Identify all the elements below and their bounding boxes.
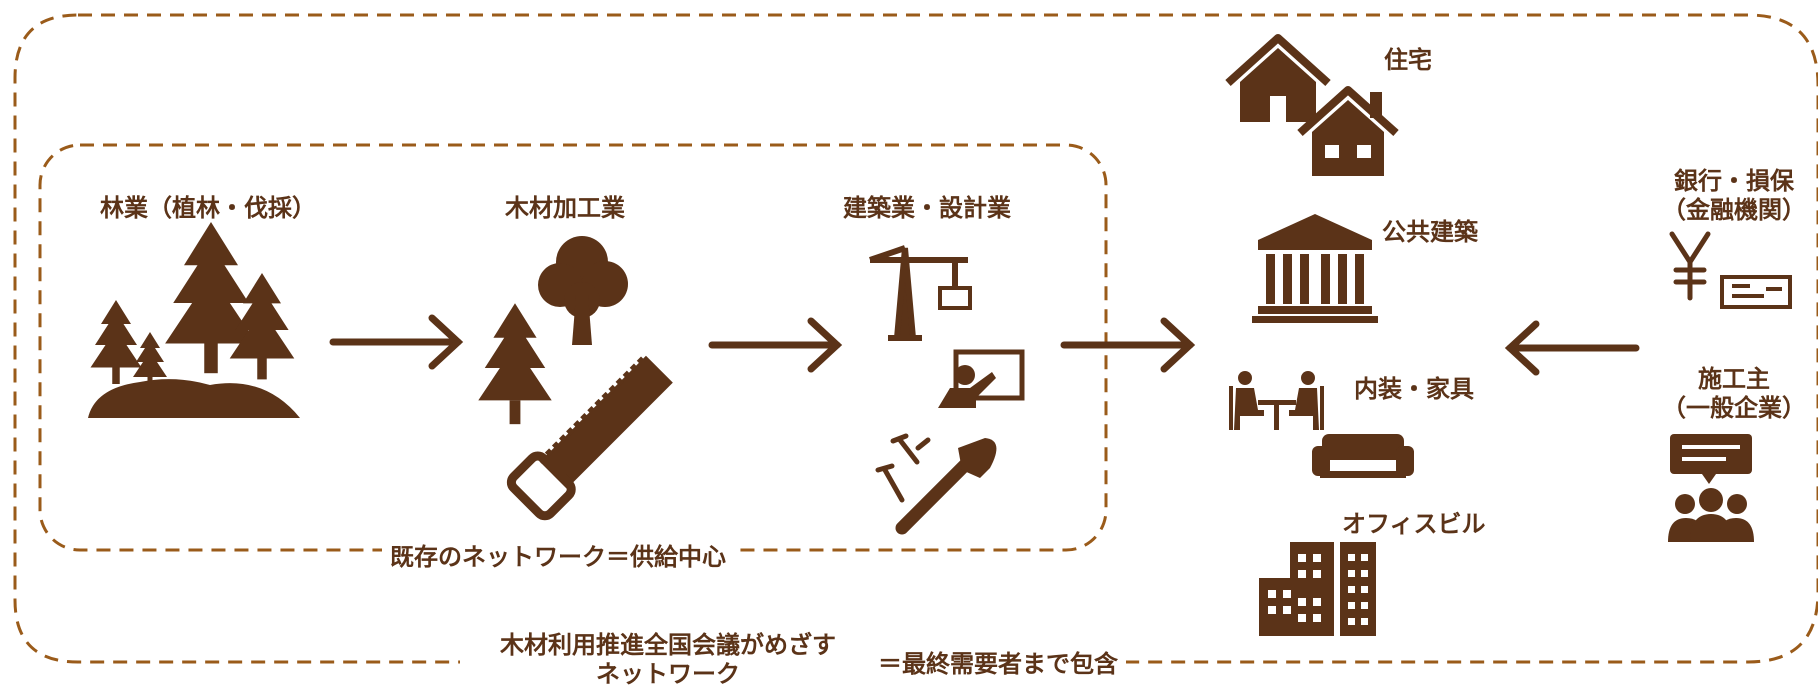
yen-icon bbox=[1669, 231, 1711, 301]
flow-arrow-3 bbox=[1060, 317, 1196, 373]
target-network-suffix: ＝最終需要者まで包含 bbox=[870, 650, 1126, 679]
owner-label: 施工主 （一般企業） bbox=[1650, 365, 1818, 423]
deciduous-tree-icon bbox=[538, 236, 628, 345]
meeting-table-icon bbox=[1229, 371, 1324, 430]
target-network-label-line2: ネットワーク bbox=[596, 659, 740, 688]
sofa-icon bbox=[1312, 434, 1414, 478]
office-building-label: オフィスビル bbox=[1342, 510, 1486, 538]
flow-arrow-4 bbox=[1504, 320, 1640, 376]
public-building-label: 公共建築 bbox=[1382, 218, 1478, 246]
finance-label-line1: 銀行・損保 bbox=[1674, 167, 1794, 195]
flow-arrow-1 bbox=[329, 314, 464, 370]
interior-furniture-label: 内装・家具 bbox=[1354, 375, 1474, 403]
forestry-label: 林業（植林・伐採） bbox=[100, 194, 316, 222]
processing-label: 木材加工業 bbox=[505, 194, 625, 222]
existing-network-boundary bbox=[38, 143, 1108, 552]
owner-label-line2: （一般企業） bbox=[1662, 393, 1806, 422]
target-network-label-line1: 木材利用推進全国会議がめざす bbox=[500, 631, 836, 659]
flow-arrow-2 bbox=[708, 317, 843, 373]
owner-label-line1: 施工主 bbox=[1698, 365, 1770, 393]
finance-label-line2: （金融機関） bbox=[1662, 195, 1806, 224]
office-buildings-icon bbox=[1259, 542, 1376, 636]
crane-icon bbox=[869, 245, 972, 341]
target-network-boundary bbox=[13, 13, 1818, 664]
tree-icon bbox=[478, 303, 552, 425]
check-icon bbox=[1720, 275, 1792, 309]
existing-network-label: 既存のネットワーク＝供給中心 bbox=[382, 543, 734, 572]
public-building-icon bbox=[1252, 214, 1378, 323]
saw-icon bbox=[506, 353, 673, 521]
target-network-label: 木材利用推進全国会議がめざす ネットワーク bbox=[460, 631, 876, 689]
hammer-nails-icon bbox=[875, 433, 997, 535]
people-speech-icon bbox=[1668, 434, 1754, 542]
houses-icon bbox=[1225, 34, 1399, 176]
construction-label: 建築業・設計業 bbox=[843, 194, 1011, 222]
presenter-board-icon bbox=[938, 349, 1025, 408]
finance-label: 銀行・損保 （金融機関） bbox=[1654, 167, 1814, 225]
forest-icon bbox=[88, 222, 300, 418]
housing-label: 住宅 bbox=[1384, 46, 1432, 74]
